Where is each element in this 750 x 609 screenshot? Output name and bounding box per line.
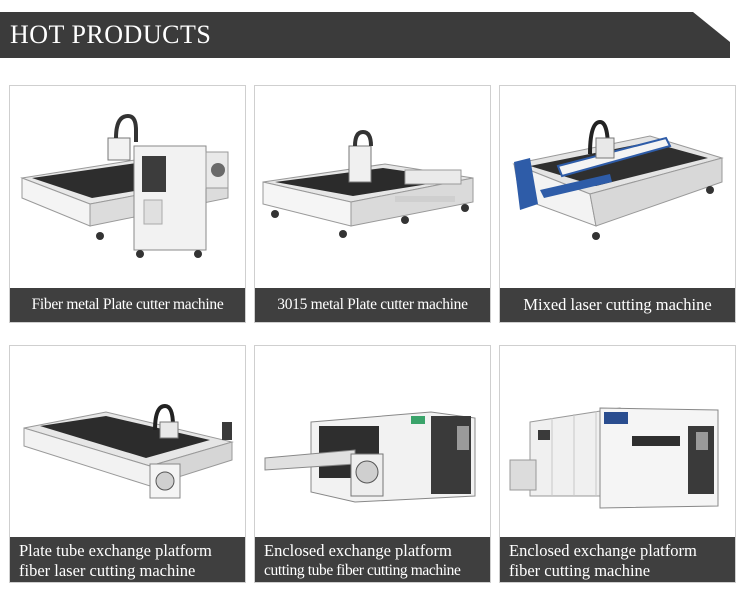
product-card-3015-metal-plate-cutter[interactable]: 3015 metal Plate cutter machine xyxy=(254,85,491,323)
product-caption-line2: fiber laser cutting machine xyxy=(19,561,196,580)
product-image xyxy=(255,346,490,546)
product-caption: Mixed laser cutting machine xyxy=(500,288,735,322)
product-caption-line1: Enclosed exchange platform xyxy=(264,541,452,560)
product-image xyxy=(10,86,245,286)
product-caption: 3015 metal Plate cutter machine xyxy=(255,288,490,322)
product-caption: Enclosed exchange platform cutting tube … xyxy=(255,537,490,582)
product-card-mixed-laser-cutting[interactable]: Mixed laser cutting machine xyxy=(499,85,736,323)
product-image xyxy=(255,86,490,286)
section-title: HOT PRODUCTS xyxy=(10,20,212,49)
product-card-enclosed-exchange-fiber[interactable]: Enclosed exchange platform fiber cutting… xyxy=(499,345,736,583)
product-caption-line1: Enclosed exchange platform xyxy=(509,541,697,560)
product-caption: Plate tube exchange platform fiber laser… xyxy=(10,537,245,582)
product-caption: Enclosed exchange platform fiber cutting… xyxy=(500,537,735,582)
product-card-enclosed-exchange-tube[interactable]: Enclosed exchange platform cutting tube … xyxy=(254,345,491,583)
product-card-plate-tube-exchange[interactable]: Plate tube exchange platform fiber laser… xyxy=(9,345,246,583)
section-header-banner: HOT PRODUCTS xyxy=(0,12,730,58)
product-caption-line2: cutting tube fiber cutting machine xyxy=(264,562,461,579)
product-image xyxy=(500,86,735,286)
product-image xyxy=(10,346,245,546)
product-caption-line1: Plate tube exchange platform xyxy=(19,541,212,560)
product-caption: Fiber metal Plate cutter machine xyxy=(10,288,245,322)
product-image xyxy=(500,346,735,546)
product-card-fiber-metal-plate-cutter[interactable]: Fiber metal Plate cutter machine xyxy=(9,85,246,323)
product-caption-line2: fiber cutting machine xyxy=(509,561,651,580)
